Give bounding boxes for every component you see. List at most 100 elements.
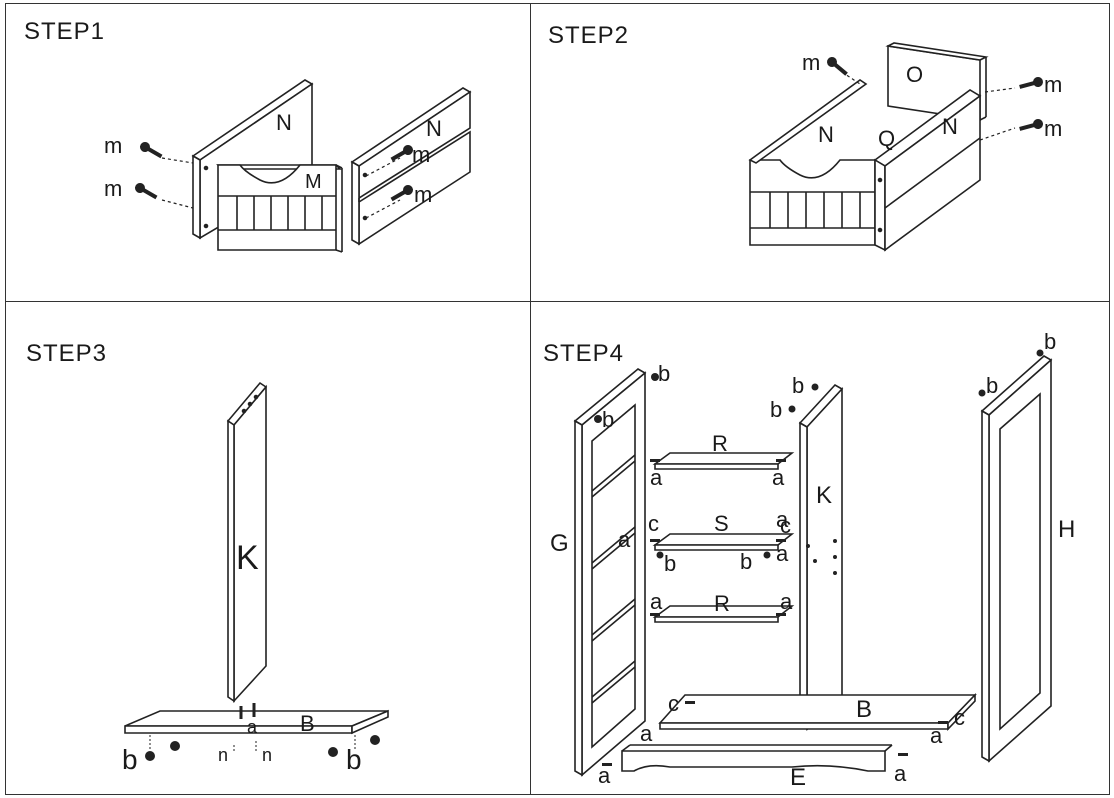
label-n: N <box>276 110 292 135</box>
label-o: O <box>906 62 923 87</box>
label-e: E <box>790 764 806 791</box>
label-n: N <box>426 116 442 141</box>
panel-m <box>216 164 343 253</box>
plinth-e <box>621 744 893 772</box>
shelf-r-mid <box>652 605 795 623</box>
label-c: c <box>780 513 791 538</box>
panel-k <box>798 383 844 731</box>
label-b-board: B <box>856 696 872 723</box>
label-b: b <box>986 373 998 398</box>
label-a: a <box>650 465 663 490</box>
screw-icon <box>827 57 848 76</box>
screw-icon <box>135 183 158 200</box>
step4-title: STEP4 <box>543 340 625 367</box>
label-c: c <box>668 691 679 716</box>
cam-lock-icon <box>328 747 338 757</box>
label-a: a <box>772 465 785 490</box>
step1-diagram: N M N m m m m <box>104 79 472 253</box>
dowel-icon <box>650 613 660 616</box>
board-b <box>124 709 389 735</box>
label-h: H <box>1058 516 1075 543</box>
dowel-icon <box>776 459 786 462</box>
dowel-icon <box>602 763 612 766</box>
label-a: a <box>640 721 653 746</box>
panel-g <box>573 368 647 777</box>
label-s: S <box>714 511 729 536</box>
label-b: B <box>300 711 315 736</box>
label-k: K <box>236 539 259 577</box>
label-a: a <box>776 507 789 532</box>
label-screw-m: m <box>104 176 122 201</box>
label-a: a <box>650 589 663 614</box>
label-screw-m: m <box>104 133 122 158</box>
dowel-icon <box>938 721 948 724</box>
cam-lock-icon <box>651 373 659 381</box>
label-c: c <box>648 511 659 536</box>
step2-title: STEP2 <box>548 22 630 49</box>
cam-lock-icon <box>1036 349 1044 357</box>
screw-icon <box>390 185 413 202</box>
label-screw-m: m <box>412 142 430 167</box>
box-assembly <box>748 79 982 252</box>
step1-title: STEP1 <box>24 18 106 45</box>
label-screw-m: m <box>1044 116 1062 141</box>
label-n: n <box>218 745 228 765</box>
screw-icon <box>1019 77 1043 89</box>
label-k: K <box>816 482 832 509</box>
step3-title: STEP3 <box>26 340 108 367</box>
step2-diagram: O N Q N m m m <box>748 42 1062 252</box>
label-g: G <box>550 530 569 557</box>
cam-lock-icon <box>370 735 380 745</box>
dowel-icon <box>776 613 786 616</box>
label-n: N <box>942 114 958 139</box>
label-b: b <box>664 551 676 576</box>
label-a: a <box>598 763 611 788</box>
cam-lock-icon <box>763 551 771 559</box>
screw-icon <box>390 145 413 162</box>
label-m: M <box>305 171 322 193</box>
dowel-icon <box>650 539 660 542</box>
label-n: N <box>818 122 834 147</box>
label-b: b <box>122 744 138 775</box>
dowel-icon <box>685 701 695 704</box>
cam-lock-icon <box>594 415 602 423</box>
label-r: R <box>714 591 730 616</box>
screw-icon <box>140 142 163 159</box>
label-a: a <box>930 723 943 748</box>
label-q: Q <box>878 126 895 151</box>
screw-icon <box>1019 119 1043 131</box>
label-a: a <box>776 541 789 566</box>
label-a: a <box>780 589 793 614</box>
cam-lock-icon <box>145 751 155 761</box>
panel-h <box>980 355 1053 763</box>
panel-n-right <box>350 87 472 246</box>
label-b: b <box>1044 329 1056 354</box>
cam-lock-icon <box>788 405 796 413</box>
label-b: b <box>602 407 614 432</box>
step4-diagram: b b b b b b b b R S R a a a a a a a a a … <box>550 329 1075 791</box>
label-c: c <box>954 705 965 730</box>
label-screw-m: m <box>414 182 432 207</box>
shelf-s <box>652 533 795 551</box>
label-b: b <box>658 361 670 386</box>
label-b: b <box>770 397 782 422</box>
cam-lock-icon <box>978 389 986 397</box>
label-b: b <box>346 744 362 775</box>
cam-lock-icon <box>811 383 819 391</box>
step4-panel <box>530 301 1110 795</box>
label-r: R <box>712 431 728 456</box>
step3-diagram: K B a n n b b <box>122 381 389 775</box>
dowel-icon <box>776 539 786 542</box>
label-b: b <box>740 549 752 574</box>
label-b: b <box>792 373 804 398</box>
cam-lock-icon <box>170 741 180 751</box>
dowel-icon <box>650 459 660 462</box>
dowel-icon <box>898 753 908 756</box>
label-a: a <box>894 761 907 786</box>
label-screw-m: m <box>802 50 820 75</box>
label-a: a <box>618 527 631 552</box>
label-a: a <box>247 717 258 737</box>
label-screw-m: m <box>1044 72 1062 97</box>
shelf-r-top <box>652 452 795 470</box>
